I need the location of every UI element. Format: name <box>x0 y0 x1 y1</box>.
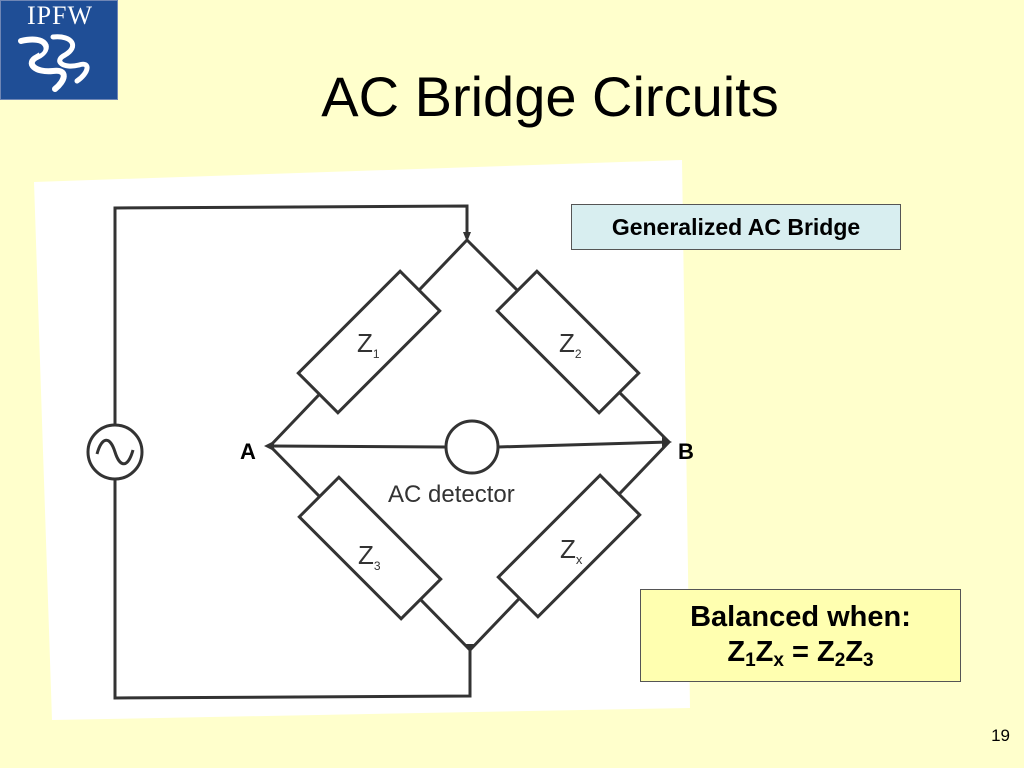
junction-top <box>463 232 471 242</box>
logo-text: IPFW <box>26 1 94 30</box>
diagram-caption: Generalized AC Bridge <box>611 213 861 240</box>
node-a-label: A <box>240 439 256 464</box>
bridge-circuit-diagram: Z1 Z2 Z3 Zx AC detector <box>32 160 692 720</box>
balance-equation: Z1Zx = Z2Z3 <box>727 636 874 671</box>
balance-heading: Balanced when: <box>690 601 911 633</box>
z1-label: Z1 <box>357 328 380 361</box>
ac-sine-icon <box>95 438 135 466</box>
logo-river-emblem <box>9 33 111 95</box>
slide-title: AC Bridge Circuits <box>321 65 779 128</box>
impedance-zx-box <box>496 473 642 619</box>
impedance-z3-box <box>297 475 443 621</box>
detector-wire-left <box>269 444 447 449</box>
junction-a <box>264 441 274 451</box>
diagram-caption-box: Generalized AC Bridge <box>571 204 901 250</box>
junction-bottom <box>466 644 474 654</box>
ac-detector-label: AC detector <box>388 481 515 508</box>
ipfw-logo: IPFW <box>0 0 118 100</box>
detector-wire-right <box>497 440 670 449</box>
z2-label: Z2 <box>559 328 582 361</box>
balance-condition-box: Balanced when: Z1Zx = Z2Z3 <box>640 589 961 682</box>
node-b-label: B <box>678 439 694 464</box>
impedance-z1-box <box>296 269 442 415</box>
ac-detector-icon <box>444 419 500 475</box>
impedance-z2-box <box>495 269 641 415</box>
z3-label: Z3 <box>358 540 381 573</box>
slide-number: 19 <box>991 726 1010 745</box>
zx-label: Zx <box>560 534 583 567</box>
